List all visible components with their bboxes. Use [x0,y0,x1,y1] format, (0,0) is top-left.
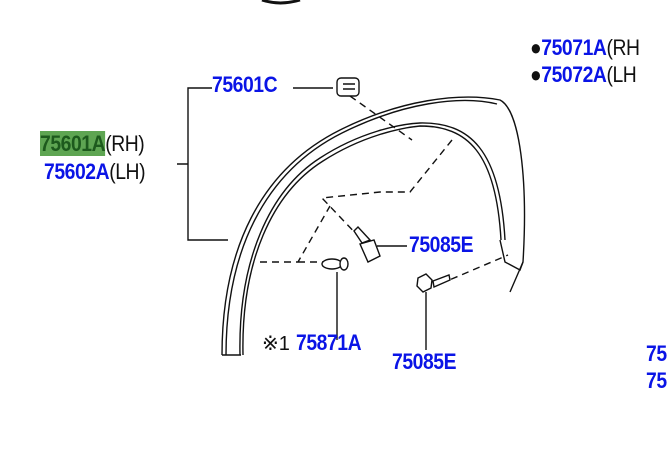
part-75072A[interactable]: ●75072A(LH [530,62,637,87]
screw-icon [353,225,381,263]
leader-lines [293,87,427,350]
top-partial-shape [261,0,301,5]
part-75085E-upper[interactable]: 75085E [409,232,474,257]
part-75601A[interactable]: 75601A(RH) [40,131,145,156]
part-75871A[interactable]: 75871A [296,330,362,355]
bracket-line [177,87,228,241]
bullet-icon: ● [530,62,542,87]
part-partial-1[interactable]: 75 [646,341,667,366]
part-number[interactable]: 75602A [44,159,110,184]
part-number-highlighted[interactable]: 75601A [40,131,106,156]
part-75602A[interactable]: 75602A(LH) [44,159,146,184]
bullet-icon: ● [530,35,542,60]
part-75085E-lower[interactable]: 75085E [392,349,457,374]
side-label: (RH [606,35,640,60]
side-label: (LH [606,62,637,87]
side-label: (LH) [109,159,146,184]
fender-arch [221,96,526,356]
pin-clip-icon [321,257,349,271]
part-number[interactable]: 75071A [541,35,607,60]
part-partial-2[interactable]: 75 [646,368,667,393]
part-75601C[interactable]: 75601C [212,72,278,97]
note-mark: ※1 [262,333,290,355]
part-75071A[interactable]: ●75071A(RH [530,36,640,60]
side-label: (RH) [105,131,145,156]
dashed-guides [260,95,509,285]
clip-icon [336,77,360,97]
bolt-icon [416,273,451,293]
part-number[interactable]: 75072A [541,62,607,87]
